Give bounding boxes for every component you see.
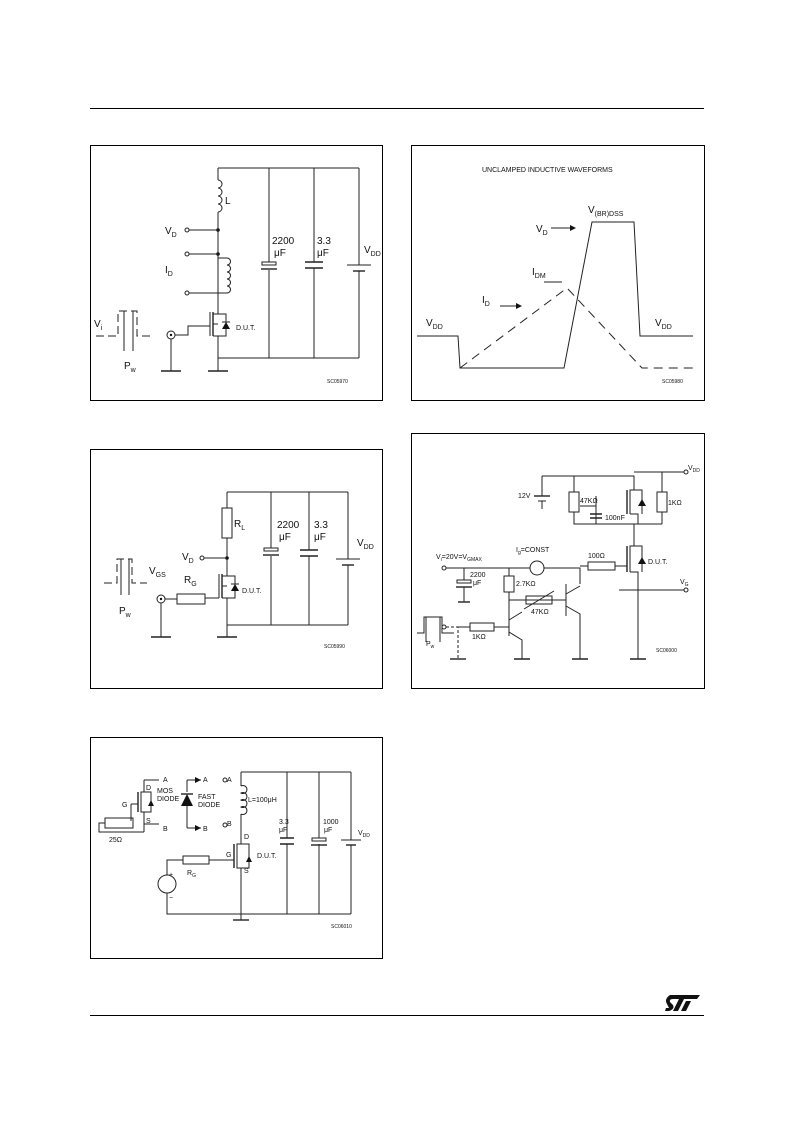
cap1-value: 2200 bbox=[277, 520, 300, 531]
vdd-label: VDD bbox=[688, 465, 700, 474]
vi-label: Vi=20V=VGMAX bbox=[436, 554, 482, 563]
waveform-diagram: UNCLAMPED INDUCTIVE WAVEFORMS V(BR)DSS V… bbox=[417, 167, 693, 385]
id-waveform bbox=[459, 287, 693, 369]
id-label: ID bbox=[165, 265, 173, 278]
resistor-rl bbox=[221, 507, 233, 539]
resistor-47k-variable: 47KΩ bbox=[531, 609, 549, 616]
vdd-right-label: VDD bbox=[655, 318, 672, 331]
pw-label: Pw bbox=[119, 606, 132, 619]
gate-label-1: G bbox=[122, 802, 127, 809]
terminal-a-mos: A bbox=[163, 777, 168, 784]
vgs-label: VGS bbox=[149, 566, 166, 579]
figure-code: SC06010 bbox=[331, 924, 352, 930]
drain-label-1: D bbox=[146, 785, 151, 792]
drain-label-2: D bbox=[244, 834, 249, 841]
source-label-2: S bbox=[244, 868, 249, 875]
dut-label: D.U.T. bbox=[257, 853, 277, 860]
vdd-label: VDD bbox=[358, 830, 370, 839]
cap2-unit: μF bbox=[314, 532, 326, 543]
id-label: ID bbox=[482, 295, 490, 308]
dut-label: D.U.T. bbox=[242, 588, 262, 595]
waveform-title: UNCLAMPED INDUCTIVE WAVEFORMS bbox=[482, 167, 613, 174]
source-label-1: S bbox=[146, 818, 151, 825]
resistor-rg bbox=[176, 593, 206, 605]
source-minus: − bbox=[169, 895, 173, 902]
circuit-diagram-4: VDD 12V 47KΩ 1KΩ 100nF Vi=20V=VGMAX Ig=C… bbox=[417, 465, 700, 660]
header-rule bbox=[90, 108, 704, 109]
mosfet-dut-icon bbox=[199, 306, 230, 351]
figure-code: SC05990 bbox=[324, 644, 345, 650]
inductor-label: L bbox=[225, 196, 231, 207]
vdd-label: VDD bbox=[364, 245, 381, 258]
terminal-b-mos: B bbox=[163, 826, 168, 833]
cap1-unit: μF bbox=[279, 532, 291, 543]
gate-label-2: G bbox=[226, 852, 231, 859]
cap2-unit: μF bbox=[317, 248, 329, 259]
figure-code: SC05970 bbox=[327, 379, 348, 385]
resistor-1k-top: 1KΩ bbox=[668, 500, 682, 507]
unclamped-inductive-waveforms: UNCLAMPED INDUCTIVE WAVEFORMS V(BR)DSS V… bbox=[411, 145, 705, 401]
source-plus: + bbox=[169, 872, 173, 879]
dut-label: D.U.T. bbox=[236, 325, 256, 332]
cap-100nf: 100nF bbox=[605, 515, 625, 522]
resistor-25: 25Ω bbox=[109, 837, 122, 844]
figure-code: SC05980 bbox=[662, 379, 683, 385]
pw-label: Pw bbox=[124, 361, 137, 374]
fast-diode-label: DIODE bbox=[198, 802, 221, 809]
supply-12v: 12V bbox=[518, 493, 531, 500]
rg-label: RG bbox=[184, 575, 197, 588]
cap-1000-unit: μF bbox=[324, 827, 332, 834]
dut-label: D.U.T. bbox=[648, 559, 668, 566]
vd-label: VD bbox=[182, 552, 194, 565]
resistive-load-switching-circuit: RL 2200 μF 3.3 μF VDD VD VGS RG Pw D.U.T… bbox=[90, 449, 383, 689]
vdd-label: VDD bbox=[357, 538, 374, 551]
vdd-left-label: VDD bbox=[426, 318, 443, 331]
cap2-value: 3.3 bbox=[317, 236, 331, 247]
cap1-unit: μF bbox=[274, 248, 286, 259]
cap-3.3-value: 3.3 bbox=[279, 819, 289, 826]
vi-label: Vi bbox=[94, 319, 103, 332]
vbr-dss-label: V(BR)DSS bbox=[588, 205, 624, 218]
vd-label: VD bbox=[165, 226, 177, 239]
vg-label: VG bbox=[680, 579, 689, 588]
footer-rule bbox=[90, 1015, 704, 1016]
resistor-2.7k: 2.7KΩ bbox=[516, 581, 536, 588]
resistor-1k-bottom: 1KΩ bbox=[472, 634, 486, 641]
idm-label: IDM bbox=[532, 267, 546, 280]
cap-1000-value: 1000 bbox=[323, 819, 339, 826]
circuit-diagram-5: A D MOS DIODE G S B 25Ω A A FAST DIODE L… bbox=[98, 771, 370, 930]
resistor-100: 100Ω bbox=[588, 553, 605, 560]
circuit-diagram-1: L VD ID 2200 μF 3.3 μF VDD Vi Pw D.U.T. … bbox=[94, 167, 381, 385]
terminal-b-2: B bbox=[203, 826, 208, 833]
cap-3.3-unit: μF bbox=[279, 827, 287, 834]
rl-label: RL bbox=[234, 519, 245, 532]
diode-recovery-test-circuit: A D MOS DIODE G S B 25Ω A A FAST DIODE L… bbox=[90, 737, 383, 959]
cap1-value: 2200 bbox=[272, 236, 295, 247]
pw-label: Pw bbox=[426, 641, 435, 650]
terminal-a-3: A bbox=[227, 777, 232, 784]
mos-label: MOS bbox=[157, 788, 173, 795]
cap2-value: 3.3 bbox=[314, 520, 328, 531]
mosfet-dut-icon bbox=[218, 570, 239, 612]
cap-2200-unit: μF bbox=[473, 580, 481, 587]
terminal-a-2: A bbox=[203, 777, 208, 784]
unclamped-inductive-test-circuit: L VD ID 2200 μF 3.3 μF VDD Vi Pw D.U.T. … bbox=[90, 145, 383, 401]
rg-label: RG bbox=[187, 870, 196, 879]
terminal-b-3: B bbox=[227, 821, 232, 828]
inductor-L bbox=[217, 179, 223, 213]
fast-label: FAST bbox=[198, 794, 216, 801]
vd-label: VD bbox=[536, 224, 548, 237]
circuit-diagram-3: RL 2200 μF 3.3 μF VDD VD VGS RG Pw D.U.T… bbox=[104, 491, 374, 650]
cap-2200-value: 2200 bbox=[470, 572, 486, 579]
vd-waveform bbox=[417, 221, 693, 369]
mos-diode-label: DIODE bbox=[157, 796, 180, 803]
resistor-47k: 47KΩ bbox=[580, 498, 598, 505]
ig-label: Ig=CONST bbox=[516, 547, 550, 556]
figure-code: SC06000 bbox=[656, 648, 677, 654]
inductor-label: L=100μH bbox=[248, 797, 277, 804]
st-logo-icon bbox=[665, 995, 700, 1011]
gate-charge-test-circuit: VDD 12V 47KΩ 1KΩ 100nF Vi=20V=VGMAX Ig=C… bbox=[411, 433, 705, 689]
